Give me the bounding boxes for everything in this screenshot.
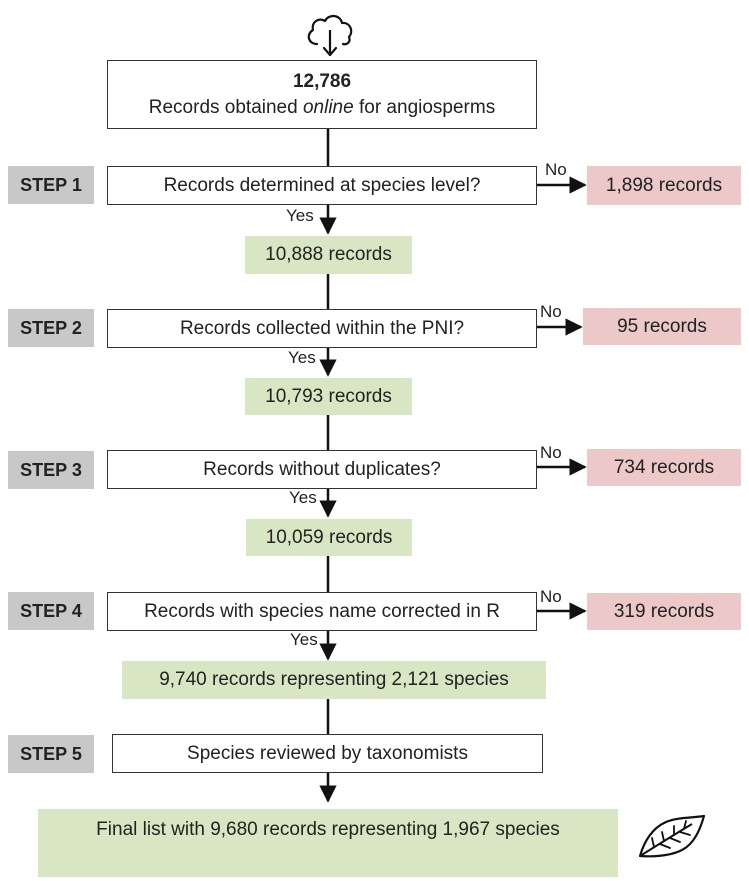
step-2-yes-label: Yes: [288, 348, 316, 367]
step-3-label: STEP 3: [8, 451, 94, 489]
step-1-no-label: No: [545, 160, 567, 179]
step-1-yes-label: Yes: [286, 206, 314, 225]
step-3-yes-label: Yes: [289, 488, 317, 507]
step-4-no-label: No: [540, 587, 562, 606]
step-4-removed-box: 319 records: [587, 593, 741, 630]
leaf-icon: [638, 814, 706, 858]
step-5-question-box: Species reviewed by taxonomists: [112, 734, 543, 773]
start-count: 12,786: [292, 70, 352, 92]
start-text-after: for angiosperms: [353, 96, 496, 118]
start-description: Records obtained online for angiosperms: [149, 95, 495, 121]
step-2-remaining-box: 10,793 records: [245, 378, 412, 415]
step-1-question-box: Records determined at species level?: [107, 166, 537, 205]
step-5-label: STEP 5: [8, 735, 94, 773]
step-3-question-box: Records without duplicates?: [107, 450, 537, 489]
step-1-label: STEP 1: [8, 166, 94, 204]
step-1-remaining-box: 10,888 records: [245, 236, 412, 274]
step-4-remaining-box: 9,740 records representing 2,121 species: [122, 661, 546, 699]
step-2-label: STEP 2: [8, 309, 94, 347]
step-4-yes-label: Yes: [290, 630, 318, 649]
step-2-no-label: No: [540, 302, 562, 321]
step-3-no-label: No: [540, 443, 562, 462]
cloud-download-icon: [307, 14, 353, 57]
start-text-before: Records obtained: [148, 96, 303, 118]
step-3-removed-box: 734 records: [587, 449, 741, 486]
step-1-removed-box: 1,898 records: [587, 166, 741, 205]
step-4-label: STEP 4: [8, 592, 94, 630]
step-4-question-box: Records with species name corrected in R: [107, 592, 537, 631]
step-2-question-box: Records collected within the PNI?: [107, 309, 537, 348]
start-records-box: 12,786 Records obtained online for angio…: [107, 60, 537, 129]
step-3-remaining-box: 10,059 records: [246, 519, 412, 556]
final-list-box: Final list with 9,680 records representi…: [38, 809, 618, 877]
step-2-removed-box: 95 records: [583, 308, 741, 345]
start-text-italic: online: [302, 96, 354, 118]
